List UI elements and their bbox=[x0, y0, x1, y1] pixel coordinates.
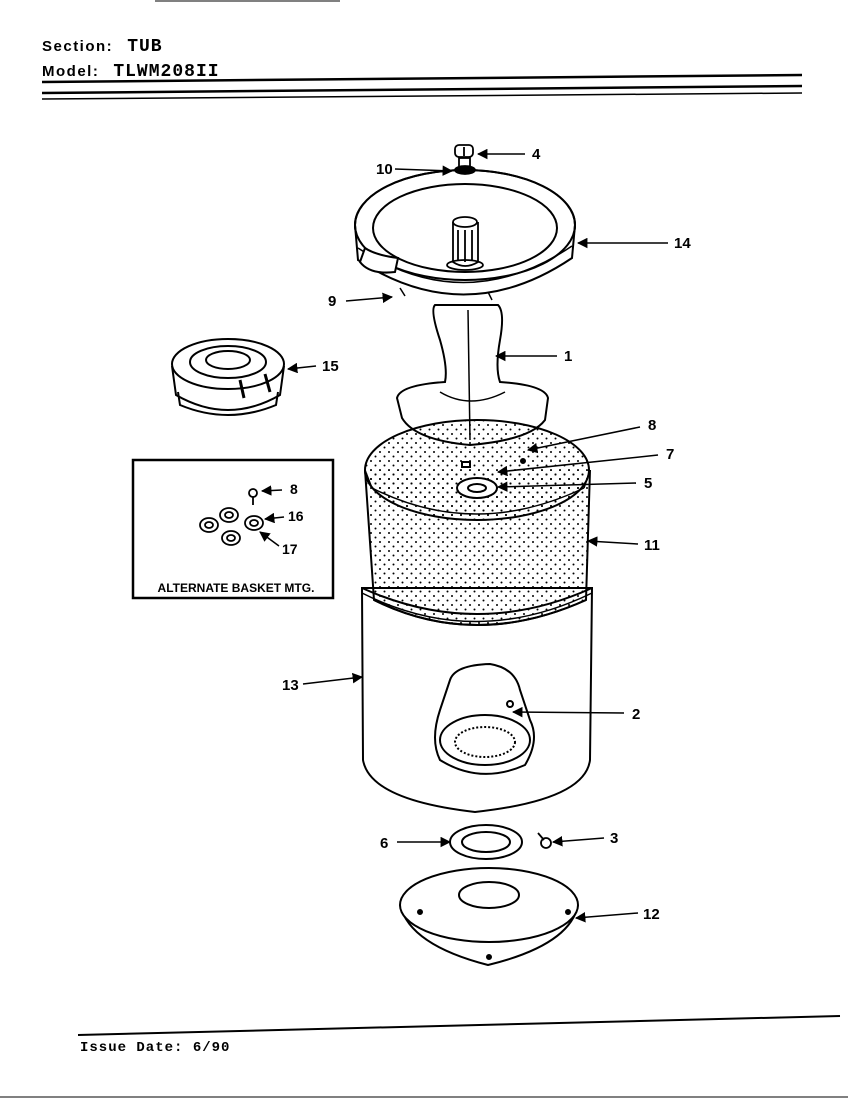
callout-5: 5 bbox=[644, 475, 652, 492]
callout-11: 11 bbox=[644, 537, 660, 554]
screw-part bbox=[537, 832, 552, 849]
header-rules bbox=[41, 0, 803, 100]
callout-4: 4 bbox=[532, 146, 541, 163]
callout-8: 8 bbox=[648, 417, 656, 434]
callout-15: 15 bbox=[322, 358, 339, 375]
section-line: Section: TUB bbox=[42, 36, 163, 57]
callout-10: 10 bbox=[376, 161, 393, 178]
wash-basket-part bbox=[361, 419, 593, 626]
callout-6: 6 bbox=[380, 835, 388, 852]
callout-9: 9 bbox=[328, 293, 336, 310]
footer-rules bbox=[0, 1015, 848, 1098]
inset-caption: ALTERNATE BASKET MTG. bbox=[158, 581, 315, 595]
callout-2: 2 bbox=[632, 706, 640, 723]
bottom-cover-part bbox=[399, 867, 579, 967]
seal-ring-part bbox=[449, 824, 523, 860]
callout-14: 14 bbox=[674, 235, 691, 252]
callout-12: 12 bbox=[643, 906, 660, 923]
callout-1: 1 bbox=[564, 348, 572, 365]
section-label: Section: bbox=[42, 38, 114, 55]
agitator-cap-part bbox=[454, 144, 476, 175]
callout-3: 3 bbox=[610, 830, 618, 847]
callout-13: 13 bbox=[282, 677, 299, 694]
model-line: Model: TLWM208II bbox=[42, 61, 220, 82]
dispenser-part bbox=[171, 338, 285, 416]
section-value: TUB bbox=[127, 37, 163, 57]
model-value: TLWM208II bbox=[113, 62, 220, 82]
issue-date: Issue Date: 6/90 bbox=[80, 1040, 231, 1056]
inset-callout-16: 16 bbox=[288, 508, 304, 524]
agitator-spline bbox=[446, 216, 484, 271]
model-label: Model: bbox=[42, 63, 100, 80]
inset-callout-17: 17 bbox=[282, 541, 298, 557]
callout-7: 7 bbox=[666, 446, 674, 463]
callouts: 4 10 14 9 1 15 8 7 5 11 13 2 6 bbox=[282, 146, 691, 923]
alternate-mount-inset: ALTERNATE BASKET MTG. 8 16 17 bbox=[131, 458, 335, 600]
inset-callout-8: 8 bbox=[290, 481, 298, 497]
